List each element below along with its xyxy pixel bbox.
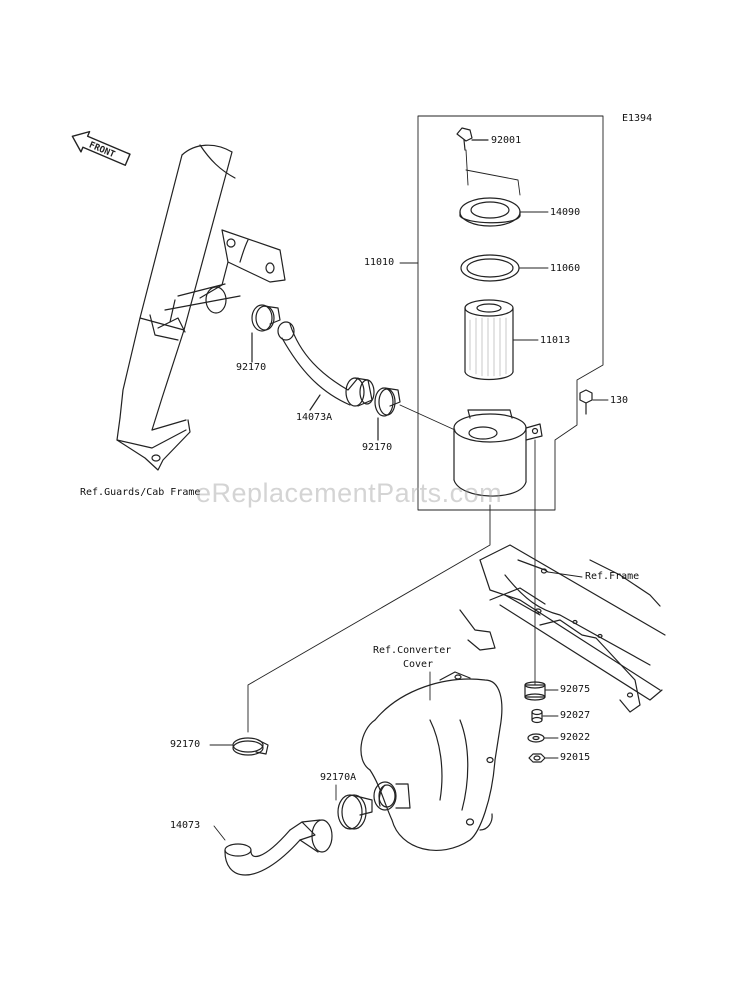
leader-bolt-shaft — [465, 149, 469, 186]
label-ref-converter-cover: Cover — [403, 659, 434, 670]
clamp-92170-lower — [232, 737, 269, 756]
label-92022: 92022 — [560, 732, 591, 743]
label-ref-converter: Ref.Converter — [373, 645, 452, 656]
washer-92022 — [527, 733, 545, 743]
label-92170-upper: 92170 — [236, 362, 267, 373]
leader-cover-stud — [465, 169, 521, 196]
label-130: 130 — [610, 395, 629, 406]
bolt-92001 — [456, 127, 489, 151]
gasket-11060 — [460, 254, 520, 282]
leader-ref-frame — [547, 571, 583, 578]
clamp-92170-upper-left — [251, 304, 281, 332]
clamp-92170-middle — [374, 387, 401, 417]
label-ref-guards-cab-frame: Ref.Guards/Cab Frame — [80, 487, 201, 498]
label-14073a: 14073A — [296, 412, 333, 423]
label-11013: 11013 — [540, 335, 571, 346]
filter-element-11013 — [464, 299, 514, 381]
assembly-bracket-11010 — [417, 115, 604, 511]
label-14090: 14090 — [550, 207, 581, 218]
hose-14073a — [277, 321, 375, 407]
hose-14073 — [224, 819, 333, 876]
leader-92170-lower — [247, 504, 491, 733]
label-92075: 92075 — [560, 684, 591, 695]
label-11060: 11060 — [550, 263, 581, 274]
converter-cover — [360, 671, 503, 851]
clamp-92170a — [337, 794, 373, 830]
label-92001: 92001 — [491, 135, 522, 146]
label-92170-middle: 92170 — [362, 442, 393, 453]
leader-housing-inlet — [399, 404, 456, 431]
nut-92015 — [528, 753, 546, 763]
collar-92027 — [531, 708, 543, 724]
front-arrow-icon: FRONT — [71, 130, 131, 166]
leader-14073 — [213, 825, 226, 841]
bolt-130 — [579, 389, 593, 415]
label-ref-frame: Ref.Frame — [585, 571, 640, 582]
vehicle-frame — [459, 544, 666, 713]
diagram-code: E1394 — [622, 113, 653, 124]
rubber-mount-92075 — [524, 681, 546, 701]
guards-cab-frame — [116, 144, 286, 471]
label-92015: 92015 — [560, 752, 591, 763]
air-cleaner-housing — [453, 409, 543, 497]
front-arrow-text: FRONT — [87, 140, 116, 160]
label-92170a: 92170A — [320, 772, 357, 783]
label-92027: 92027 — [560, 710, 591, 721]
watermark: eReplacementParts.com — [196, 478, 503, 508]
label-92170-lower: 92170 — [170, 739, 201, 750]
cover-14090 — [459, 197, 521, 227]
leader-14073a — [309, 394, 321, 411]
label-14073: 14073 — [170, 820, 201, 831]
label-11010: 11010 — [364, 257, 395, 268]
